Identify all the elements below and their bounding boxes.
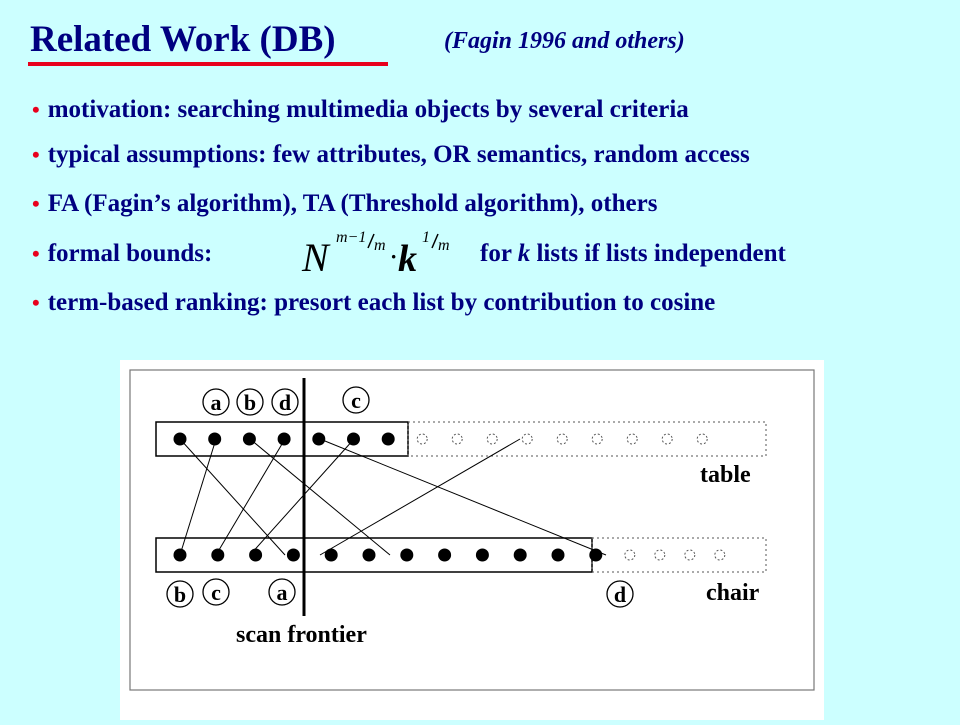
formula-N: N bbox=[301, 235, 331, 276]
table-items bbox=[173, 432, 708, 446]
bullet-text: term-based ranking: presort each list by… bbox=[47, 289, 716, 316]
tag-label: b bbox=[244, 390, 256, 415]
tag-circle bbox=[606, 580, 634, 608]
chair-items bbox=[173, 548, 726, 562]
bullet-dot: • bbox=[32, 142, 40, 167]
bullet-text: motivation: searching multimedia objects… bbox=[47, 96, 689, 123]
tag-circle bbox=[342, 386, 370, 414]
list-item-scanned bbox=[324, 548, 338, 562]
bullet-algorithms: • FA (Fagin’s algorithm), TA (Threshold a… bbox=[32, 190, 657, 218]
chair-list-unscanned bbox=[591, 537, 767, 573]
bullet-formal-bounds: • formal bounds: bbox=[32, 240, 212, 268]
list-item-unscanned bbox=[521, 433, 533, 445]
tag-label: d bbox=[614, 582, 626, 607]
tag-circle bbox=[271, 388, 299, 416]
slide-title: Related Work (DB) bbox=[30, 19, 336, 60]
list-item-unscanned bbox=[591, 433, 603, 445]
match-line bbox=[319, 438, 521, 556]
list-item-scanned bbox=[400, 548, 414, 562]
chair-label: chair bbox=[706, 580, 760, 606]
list-item-scanned bbox=[475, 548, 489, 562]
list-item-scanned bbox=[173, 432, 187, 446]
top-tags: a b d c bbox=[202, 386, 370, 416]
bullet-formal-bounds-tail: for k lists if lists independent bbox=[480, 240, 786, 268]
list-item-unscanned bbox=[684, 549, 696, 561]
list-item-scanned bbox=[362, 548, 376, 562]
list-item-unscanned bbox=[714, 549, 726, 561]
match-line bbox=[249, 438, 355, 556]
list-item-unscanned bbox=[416, 433, 428, 445]
bullet-dot: • bbox=[32, 241, 40, 266]
list-item-scanned bbox=[249, 548, 263, 562]
tail-post: lists if lists independent bbox=[530, 240, 786, 267]
formula-k-exp-slash bbox=[431, 233, 439, 249]
match-line bbox=[215, 438, 286, 556]
formula-k-exp-den: m bbox=[438, 237, 450, 254]
bullet-motivation: • motivation: searching multimedia object… bbox=[32, 96, 689, 124]
formula-k-exp-top: 1 bbox=[422, 229, 430, 246]
tail-pre: for bbox=[480, 240, 518, 267]
bullet-assumptions: • typical assumptions: few attributes, OR… bbox=[32, 141, 750, 169]
list-item-scanned bbox=[173, 548, 187, 562]
tag-label: c bbox=[211, 580, 221, 605]
bullet-dot: • bbox=[32, 290, 40, 315]
list-item-scanned bbox=[347, 432, 360, 446]
match-line bbox=[179, 438, 217, 556]
list-item-scanned bbox=[277, 432, 291, 446]
tag-circle bbox=[236, 388, 264, 416]
tag-label: d bbox=[279, 390, 291, 415]
list-item-unscanned bbox=[626, 433, 638, 445]
list-item-unscanned bbox=[624, 549, 636, 561]
match-line bbox=[319, 438, 607, 556]
formula-N-exp-top: m−1 bbox=[336, 229, 366, 246]
title-underline bbox=[28, 62, 388, 66]
bottom-tags: b c a d bbox=[166, 578, 634, 608]
list-item-scanned bbox=[286, 548, 300, 562]
tag-label: a bbox=[211, 390, 222, 415]
bullet-term-ranking: • term-based ranking: presort each list b… bbox=[32, 289, 715, 317]
table-label: table bbox=[700, 462, 751, 488]
tag-label: b bbox=[174, 582, 186, 607]
formula-N-exp-den: m bbox=[374, 237, 386, 254]
list-item-unscanned bbox=[556, 433, 568, 445]
tag-circle bbox=[202, 578, 230, 606]
tag-circle bbox=[268, 578, 296, 606]
list-item-unscanned bbox=[661, 433, 673, 445]
bound-formula: N m−1 m · k 1 m bbox=[301, 229, 450, 276]
formula-dot: · bbox=[390, 244, 397, 269]
table-list-unscanned bbox=[407, 421, 767, 457]
formula-N-exp-slash bbox=[367, 233, 375, 249]
bullet-text: FA (Fagin’s algorithm), TA (Threshold al… bbox=[47, 190, 658, 217]
bullet-dot: • bbox=[32, 191, 40, 216]
list-item-unscanned bbox=[451, 433, 463, 445]
list-item-scanned bbox=[589, 548, 603, 562]
tail-k: k bbox=[517, 240, 531, 267]
list-item-scanned bbox=[513, 548, 527, 562]
list-item-unscanned bbox=[696, 433, 708, 445]
list-item-scanned bbox=[242, 432, 256, 446]
diagram-frame bbox=[129, 369, 815, 691]
list-item-scanned bbox=[551, 548, 565, 562]
bullet-dot: • bbox=[32, 97, 40, 122]
list-item-unscanned bbox=[654, 549, 666, 561]
scan-frontier-label: scan frontier bbox=[236, 622, 367, 648]
tag-label: c bbox=[351, 388, 361, 413]
list-item-scanned bbox=[312, 432, 326, 446]
list-item-unscanned bbox=[486, 433, 498, 445]
tag-circle bbox=[202, 388, 230, 416]
list-item-scanned bbox=[438, 548, 452, 562]
bullet-text: formal bounds: bbox=[47, 240, 213, 267]
list-item-scanned bbox=[208, 432, 222, 446]
slide-subtitle: (Fagin 1996 and others) bbox=[444, 28, 685, 54]
scan-diagram: a b d c b c a d table chair scan frontie… bbox=[120, 360, 824, 720]
match-lines bbox=[179, 438, 607, 556]
tag-circle bbox=[166, 580, 194, 608]
formula-k: k bbox=[398, 238, 417, 276]
list-item-scanned bbox=[211, 548, 225, 562]
scan-diagram-svg: a b d c b c a d table chair scan frontie… bbox=[129, 369, 815, 691]
bullet-text: typical assumptions: few attributes, OR … bbox=[47, 141, 750, 168]
list-item-scanned bbox=[381, 432, 395, 446]
tag-label: a bbox=[277, 580, 288, 605]
